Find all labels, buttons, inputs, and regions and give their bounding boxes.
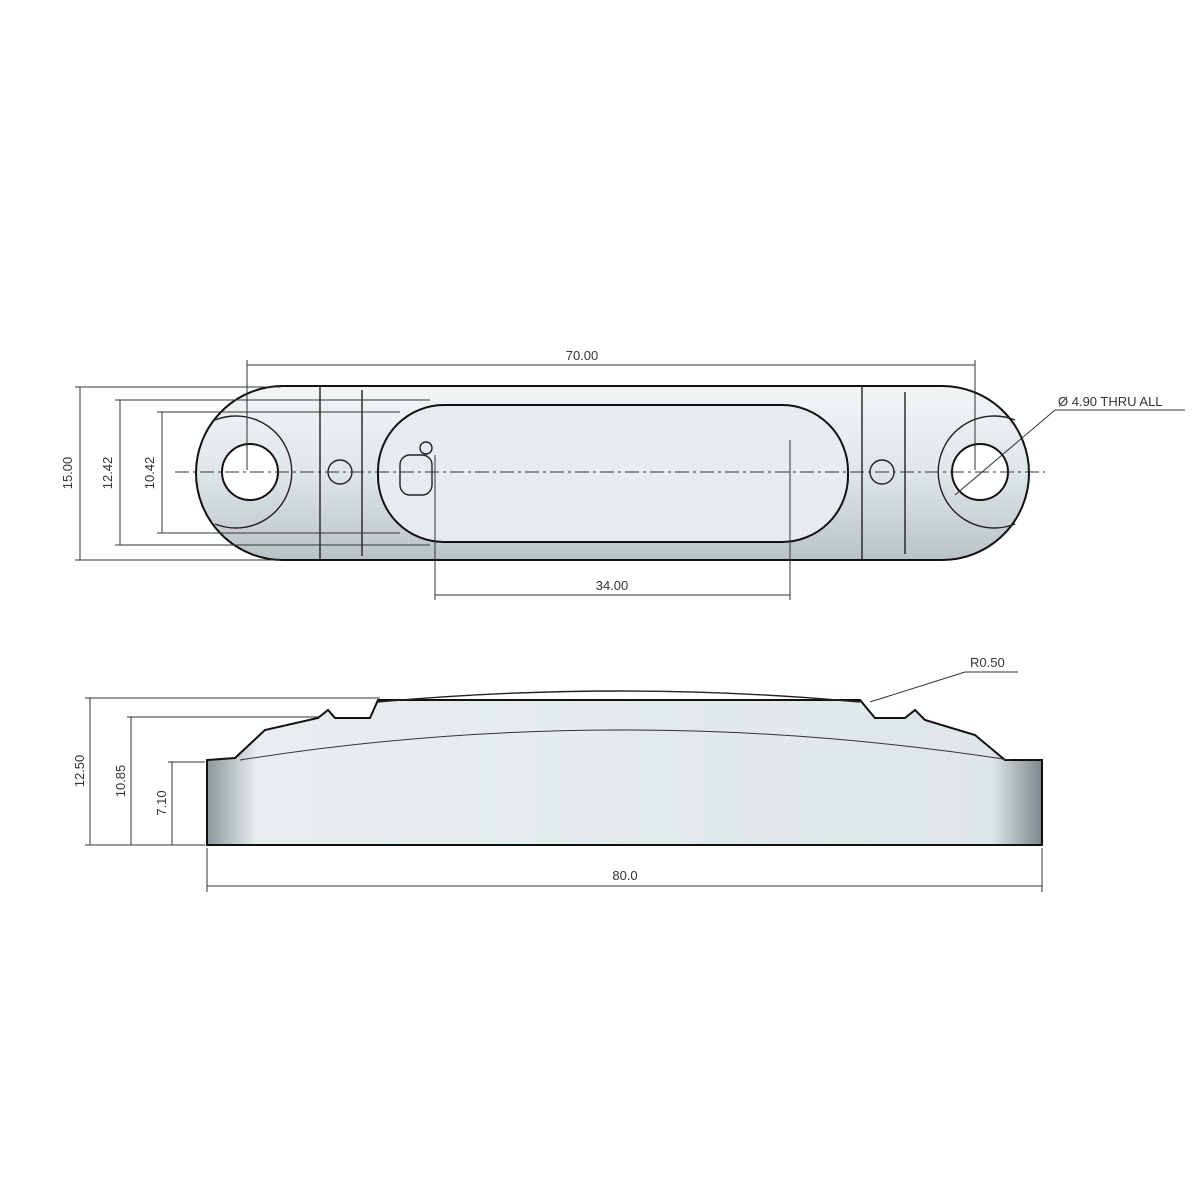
side-view-body [206, 699, 1043, 846]
dim-length-80: 80.0 [612, 868, 637, 883]
top-view: 70.00 15.00 12.42 10.42 34.00 Ø 4.90 THR… [60, 348, 1185, 600]
top-view-recess [377, 404, 849, 543]
dim-height-7-10: 7.10 [154, 790, 169, 815]
dim-height-12-50: 12.50 [72, 755, 87, 788]
dim-width-10-42: 10.42 [142, 457, 157, 490]
dim-width-12-42: 12.42 [100, 457, 115, 490]
dim-hole-callout: Ø 4.90 THRU ALL [1058, 394, 1163, 409]
dim-radius: R0.50 [970, 655, 1005, 670]
side-view: 12.50 10.85 7.10 80.0 R0.50 [72, 655, 1043, 892]
dim-width-15: 15.00 [60, 457, 75, 490]
dim-slot-34: 34.00 [596, 578, 629, 593]
dim-length-70: 70.00 [566, 348, 599, 363]
dim-height-10-85: 10.85 [113, 765, 128, 798]
